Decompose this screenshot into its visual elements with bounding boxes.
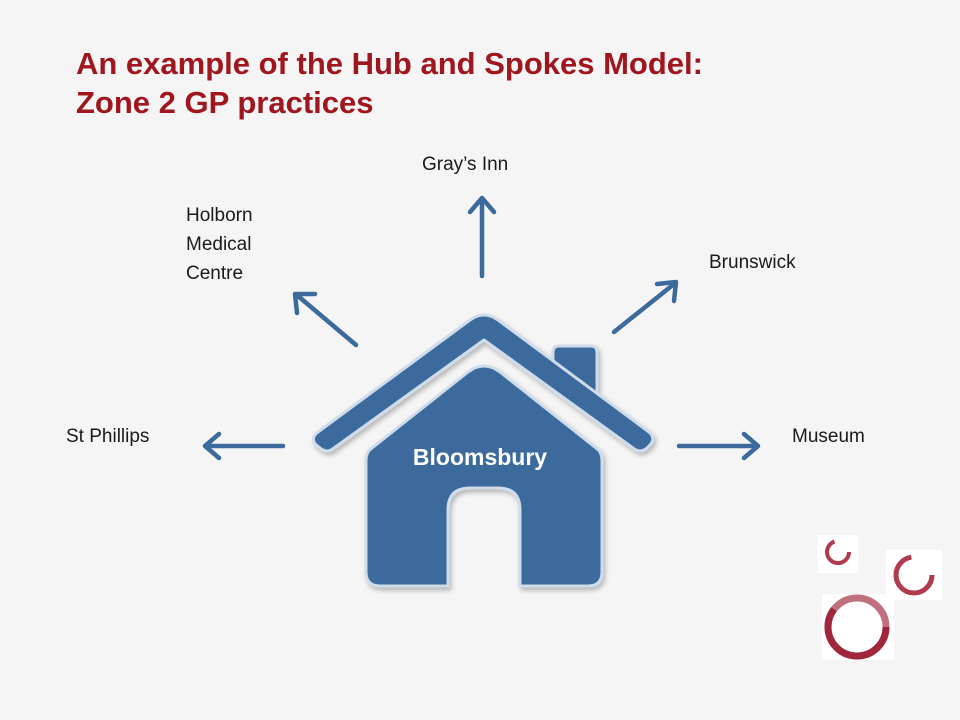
arrow-up-left-holborn <box>292 291 359 348</box>
spoke-label-holborn-line-2: Medical <box>186 234 252 255</box>
arrow-right-museum <box>676 431 761 461</box>
slide-title: An example of the Hub and Spokes Model: … <box>76 44 703 122</box>
spoke-label-holborn-line-1: Holborn <box>186 205 253 226</box>
spoke-label-brunswick: Brunswick <box>709 252 796 273</box>
arrow-left-st-phillips <box>202 431 286 461</box>
house-body <box>364 364 604 588</box>
spoke-label-holborn-line-3: Centre <box>186 263 244 284</box>
slide-title-line-1: An example of the Hub and Spokes Model: <box>76 46 703 81</box>
spoke-label-grays-inn: Gray’s Inn <box>422 154 509 175</box>
slide-title-line-2: Zone 2 GP practices <box>76 85 374 120</box>
arrow-up-grays-inn <box>467 195 497 279</box>
arrow-up-right-brunswick <box>611 279 679 335</box>
spoke-label-st-phillips: St Phillips <box>66 426 150 447</box>
spoke-label-museum: Museum <box>792 426 865 447</box>
spoke-arrows <box>202 195 761 461</box>
house-icon <box>311 313 655 588</box>
decorative-circles-logo <box>818 535 942 660</box>
spoke-label-holborn: Holborn Medical Centre <box>186 201 253 288</box>
house-roof <box>311 313 655 453</box>
hub-label: Bloomsbury <box>412 444 548 470</box>
